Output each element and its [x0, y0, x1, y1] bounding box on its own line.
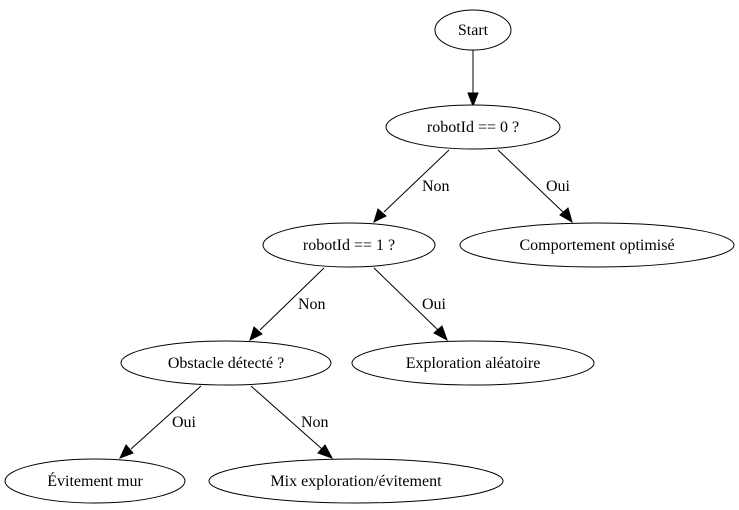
node-evitement-label: Évitement mur [47, 471, 143, 490]
edge-obstacle-to-mix: Non [250, 385, 334, 459]
edge-start-to-robot0 [467, 50, 479, 108]
edge-label-obstacle-oui: Oui [172, 414, 197, 431]
edge-label-robot0-oui: Oui [546, 178, 571, 195]
node-evitement: Évitement mur [4, 458, 186, 504]
node-start-label: Start [458, 22, 489, 39]
node-exploration: Exploration aléatoire [351, 340, 595, 386]
node-robot1-label: robotId == 1 ? [303, 237, 395, 254]
node-robot1: robotId == 1 ? [262, 222, 436, 268]
edge-label-robot0-non: Non [422, 178, 450, 195]
edge-robot0-to-robot1: Non [373, 149, 450, 223]
node-mix-label: Mix exploration/évitement [270, 473, 442, 490]
edge-label-obstacle-non: Non [301, 414, 329, 431]
node-robot0-label: robotId == 0 ? [427, 119, 519, 136]
node-robot0: robotId == 0 ? [385, 104, 561, 150]
node-exploration-label: Exploration aléatoire [406, 355, 541, 372]
edge-robot1-to-exploration: Oui [373, 267, 448, 342]
node-start: Start [434, 9, 512, 51]
node-obstacle-label: Obstacle détecté ? [168, 355, 284, 372]
edge-robot1-to-obstacle: Non [249, 267, 326, 341]
edge-label-robot1-oui: Oui [422, 296, 447, 313]
node-optimise: Comportement optimisé [459, 222, 735, 268]
node-optimise-label: Comportement optimisé [519, 237, 674, 254]
edge-robot0-to-optimise: Oui [497, 149, 573, 224]
node-mix: Mix exploration/évitement [208, 458, 504, 504]
edge-label-robot1-non: Non [298, 296, 326, 313]
node-obstacle: Obstacle détecté ? [120, 340, 332, 386]
edge-obstacle-to-evitement: Oui [119, 385, 202, 459]
